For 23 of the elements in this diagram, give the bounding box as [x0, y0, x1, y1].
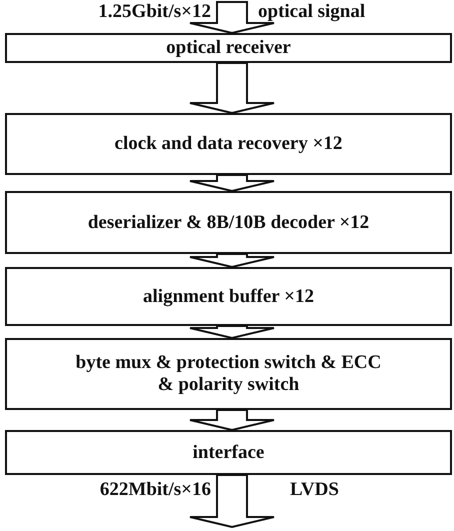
signal-label: LVDS [290, 480, 339, 499]
process-box [5, 430, 452, 475]
block-arrow [189, 174, 275, 192]
box-label: deserializer & 8B/10B decoder ×12 [86, 212, 370, 234]
block-arrow [189, 409, 275, 432]
box-label: optical receiver [165, 37, 292, 59]
block-arrow [189, 325, 275, 340]
process-box [5, 113, 452, 175]
box-label: alignment buffer ×12 [142, 286, 315, 308]
box-label: interface [192, 442, 266, 464]
process-box [5, 33, 452, 63]
block-arrow [189, 253, 275, 268]
process-box [5, 338, 452, 410]
signal-label: 1.25Gbit/s×12 [98, 2, 211, 21]
block-arrow [189, 62, 275, 114]
process-box [5, 267, 452, 326]
signal-label: optical signal [258, 2, 366, 21]
box-label: byte mux & protection switch & ECC & polarity switch [74, 352, 382, 396]
block-arrow [189, 1, 275, 34]
block-arrow [189, 474, 275, 528]
box-label: clock and data recovery ×12 [114, 133, 344, 155]
process-box [5, 191, 452, 254]
signal-label: 622Mbit/s×16 [100, 480, 211, 499]
